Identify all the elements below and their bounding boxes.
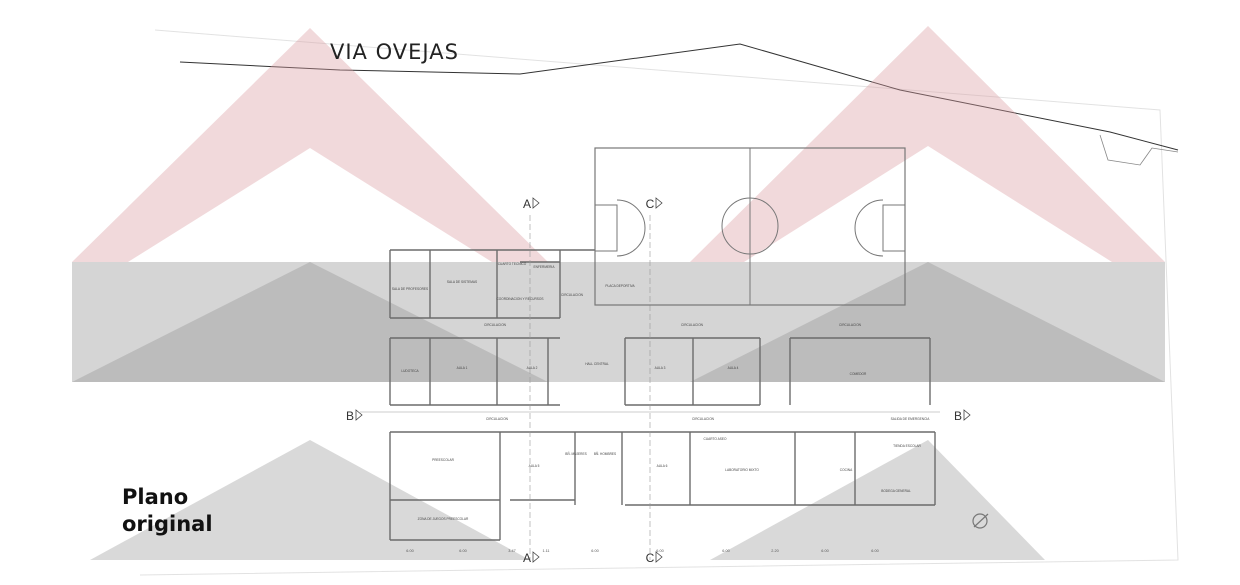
section-arrow-c	[655, 551, 663, 563]
dimension-label: 6.00	[821, 549, 828, 553]
dimension-label: 6.00	[459, 549, 466, 553]
room-label-aula-5: AULA 5	[529, 464, 540, 468]
north-arrow-line	[973, 513, 989, 528]
section-markers: A A B B C C	[346, 197, 989, 565]
section-marker-b: B	[346, 409, 354, 423]
room-label-zona-juegos: ZONA DE JUEGOS PREESCOLAR	[418, 517, 469, 521]
section-marker-c: C	[646, 197, 655, 211]
red-chevron-right	[690, 26, 1165, 262]
gray-chevron-overlay	[72, 262, 1165, 560]
gray-band-right	[690, 262, 1165, 382]
room-label-sala-sistemas: SALA DE SISTEMAS	[447, 280, 477, 284]
room-label-circulacion-1: CIRCULACION	[561, 293, 584, 297]
room-label-cuarto-aseo: CUARTO ASEO	[704, 437, 727, 441]
room-label-aula-4: AULA 4	[728, 366, 739, 370]
room-label-enfermeria: ENFERMERIA	[534, 265, 556, 269]
caption-line-2: original	[122, 512, 213, 536]
room-label-placa-deportiva: PLACA DEPORTIVA	[605, 284, 635, 288]
court-arc-right	[854, 199, 884, 257]
dimension-label: 6.00	[722, 549, 729, 553]
room-label-circulacion-2: CIRCULACION	[484, 323, 507, 327]
section-arrow-c	[655, 197, 663, 209]
street-label: VIA OVEJAS	[330, 40, 459, 64]
court-center-circle	[721, 197, 779, 255]
room-label-comedor: COMEDOR	[850, 372, 867, 376]
caption-line-1: Plano	[122, 485, 189, 509]
street-corner	[1099, 134, 1179, 166]
dimension-label: 6.00	[656, 549, 663, 553]
dimension-label: 3.47	[508, 549, 515, 553]
dimension-label: 6.00	[406, 549, 413, 553]
room-label-preescolar: PREESCOLAR	[432, 458, 454, 462]
sheet-outline	[139, 29, 1179, 576]
room-labels: SALA DE PROFESORES SALA DE SISTEMAS CUARTO…	[392, 262, 930, 521]
room-label-cuarto-tecnico: CUARTO TECNICO	[498, 262, 527, 266]
section-marker-a: A	[523, 551, 531, 565]
room-label-aula-3: AULA 3	[655, 366, 666, 370]
section-marker-a: A	[523, 197, 531, 211]
building-walls	[360, 215, 940, 560]
room-label-circulacion-4: CIRCULACION	[839, 323, 862, 327]
section-arrow-b	[963, 409, 971, 421]
room-label-circulacion-3: CIRCULACION	[681, 323, 704, 327]
room-label-cocina: COCINA	[840, 468, 853, 472]
court-arc-left	[616, 199, 646, 257]
dimension-labels: 6.00 6.00 3.47 1.11 6.00 6.00 6.00 2.20 6.00 6.00	[406, 549, 878, 553]
room-label-bano-mujeres: BÑ. MUJERES	[565, 451, 586, 456]
room-label-circulacion-6: CIRCULACION	[692, 417, 715, 421]
court-goal-area-right	[882, 204, 906, 252]
room-label-aula-2: AULA 2	[527, 366, 538, 370]
room-label-laboratorio: LABORATORIO MIXTO	[725, 468, 759, 472]
street-line	[179, 43, 1179, 151]
dimension-label: 6.00	[871, 549, 878, 553]
section-marker-c: C	[646, 551, 655, 565]
gray-band	[72, 262, 1165, 382]
room-label-aula-1: AULA 1	[457, 366, 468, 370]
room-label-bodega: BODEGA GENERAL	[881, 489, 911, 493]
plan-caption: Plano original	[122, 484, 213, 538]
section-marker-b: B	[954, 409, 962, 423]
room-label-sala-profesores: SALA DE PROFESORES	[392, 287, 428, 291]
section-arrow-a	[532, 551, 540, 563]
sports-court	[594, 147, 906, 306]
north-arrow-icon	[972, 513, 988, 529]
red-chevron-left	[72, 28, 548, 262]
gray-chevron-bottom-left	[90, 440, 530, 560]
gray-chevron-bottom-right	[710, 440, 1045, 560]
room-label-circulacion-5: CIRCULACION	[486, 417, 509, 421]
dimension-label: 1.11	[542, 549, 549, 553]
room-label-aula-6: AULA 6	[657, 464, 668, 468]
red-chevron-overlay	[72, 26, 1165, 262]
room-label-tienda-escolar: TIENDA ESCOLAR	[893, 444, 921, 448]
room-label-salida-emergencia: SALIDA DE EMERGENCIA	[891, 417, 931, 421]
gray-band-left	[72, 262, 548, 382]
room-label-bano-hombres: BÑ. HOMBRES	[594, 451, 616, 456]
court-goal-area-left	[594, 204, 618, 252]
room-label-ludoteca: LUDOTECA	[401, 369, 419, 373]
sheet-border	[139, 29, 1179, 576]
section-arrow-b	[355, 409, 363, 421]
section-arrow-a	[532, 197, 540, 209]
dimension-label: 2.20	[771, 549, 778, 553]
dimension-label: 6.00	[591, 549, 598, 553]
room-label-coordinacion: COORDINACION Y RECURSOS	[497, 297, 544, 301]
room-label-hall-central: HALL CENTRAL	[585, 362, 609, 366]
